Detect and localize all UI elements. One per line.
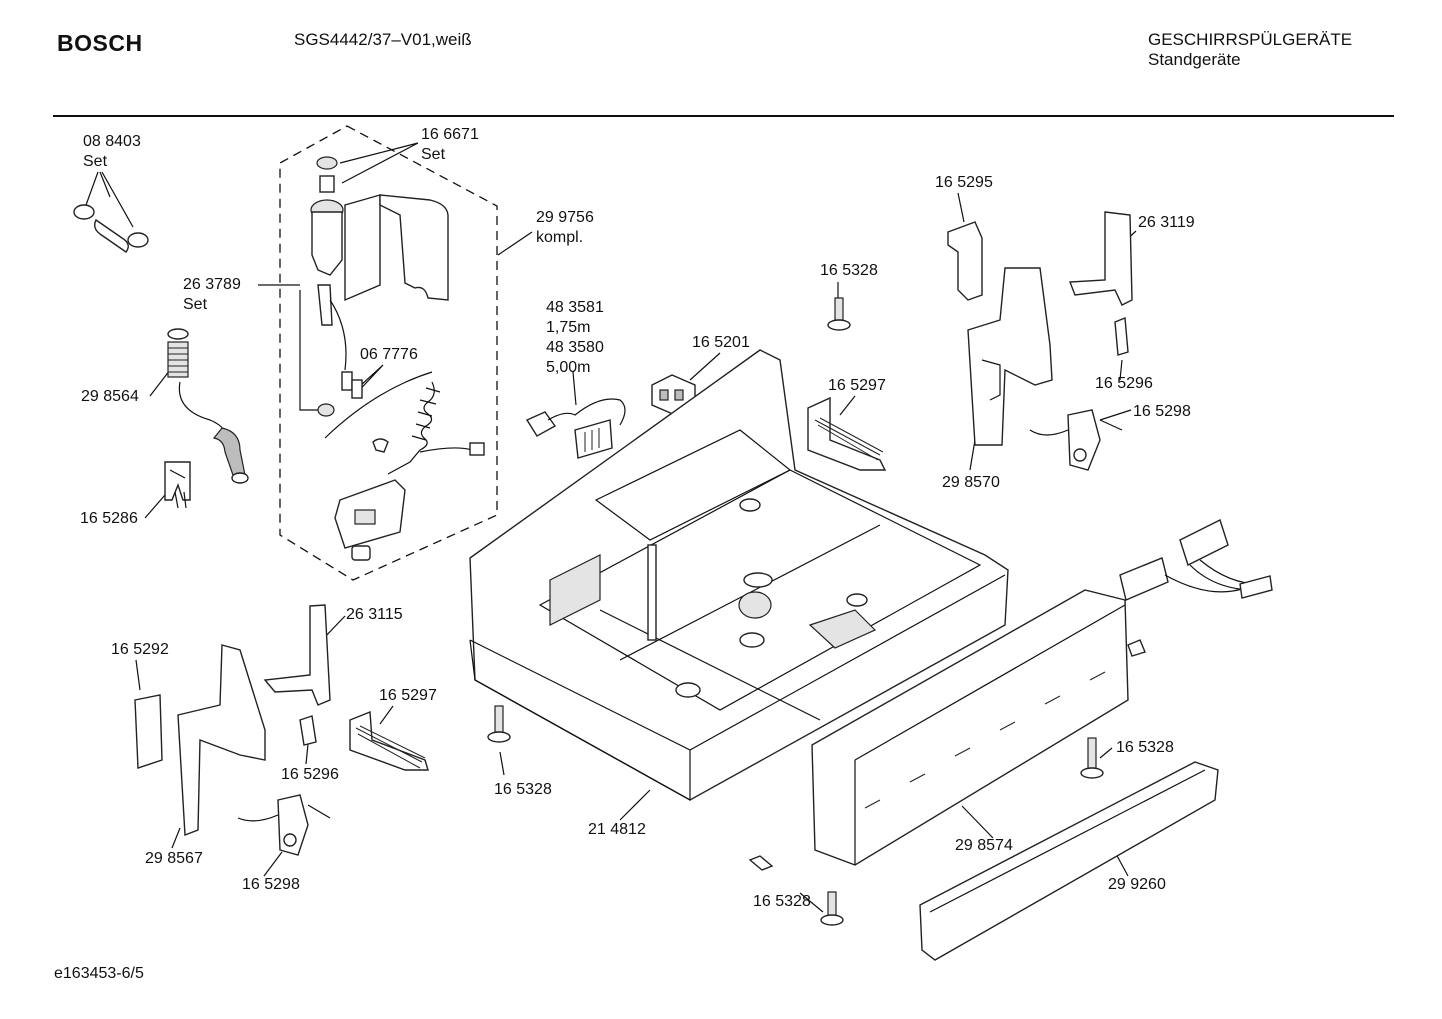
part-label-line: 26 3789 bbox=[183, 276, 241, 293]
part-label-line: 16 5328 bbox=[820, 262, 878, 279]
part-label-line: 26 3119 bbox=[1138, 214, 1195, 231]
leveling-foot-screw-plinth bbox=[1080, 737, 1104, 779]
corrugated-hose bbox=[167, 328, 249, 484]
part-label-line: 16 5292 bbox=[111, 641, 169, 658]
part-label-line: 16 5295 bbox=[935, 174, 993, 191]
part-label-16-5328-base: 16 5328 bbox=[494, 781, 552, 798]
part-label-line: Set bbox=[83, 153, 108, 170]
part-label-29-9756: 29 9756 kompl. bbox=[536, 209, 594, 246]
part-label-line: 16 5328 bbox=[753, 893, 811, 910]
leveling-foot-screw-top bbox=[827, 297, 851, 331]
door-switch-left bbox=[237, 794, 331, 856]
part-label-16-5328-plinth: 16 5328 bbox=[1116, 739, 1174, 756]
model-number: SGS4442/37–V01,weiß bbox=[294, 30, 472, 49]
hinge-spring-right bbox=[807, 396, 887, 471]
left-hinge-brackets bbox=[134, 604, 331, 836]
part-label-16-5295: 16 5295 bbox=[935, 174, 993, 191]
catch-clip-left bbox=[299, 715, 317, 746]
part-label-line: 29 8570 bbox=[942, 474, 1000, 491]
part-label-line: 29 8564 bbox=[81, 388, 139, 405]
part-label-16-5297-left: 16 5297 bbox=[379, 687, 437, 704]
part-label-16-5298-right: 16 5298 bbox=[1133, 403, 1191, 420]
part-label-29-8564: 29 8564 bbox=[81, 388, 139, 405]
part-label-line: 16 5328 bbox=[1116, 739, 1174, 756]
toe-kick-panel bbox=[811, 589, 1129, 866]
part-label-line: 26 3115 bbox=[346, 606, 403, 623]
part-label-21-4812: 21 4812 bbox=[588, 821, 646, 838]
part-label-line: 21 4812 bbox=[588, 821, 646, 838]
part-label-line: 1,75m bbox=[546, 319, 590, 336]
base-tub bbox=[469, 349, 1009, 802]
part-label-16-5296-left: 16 5296 bbox=[281, 766, 339, 783]
plinth-cover bbox=[919, 761, 1219, 961]
part-label-line: 06 7776 bbox=[360, 346, 418, 363]
part-label-26-3115: 26 3115 bbox=[346, 606, 403, 623]
part-label-16-5298-left: 16 5298 bbox=[242, 876, 300, 893]
category-subtitle: Standgeräte bbox=[1148, 50, 1241, 69]
part-label-29-8574: 29 8574 bbox=[955, 837, 1013, 854]
part-label-line: 16 5296 bbox=[281, 766, 339, 783]
part-label-16-5286: 16 5286 bbox=[80, 510, 138, 527]
inlet-valve-assembly bbox=[299, 156, 449, 439]
part-label-06-7776: 06 7776 bbox=[360, 346, 418, 363]
part-label-29-8567: 29 8567 bbox=[145, 850, 203, 867]
part-label-16-5297-right: 16 5297 bbox=[828, 377, 886, 394]
part-label-line: 16 5298 bbox=[242, 876, 300, 893]
part-label-line: 5,00m bbox=[546, 359, 590, 376]
part-label-line: kompl. bbox=[536, 229, 583, 246]
part-label-48-3581: 48 3581 1,75m 48 3580 5,00m bbox=[546, 299, 604, 376]
category-title: GESCHIRRSPÜLGERÄTE bbox=[1148, 30, 1353, 49]
part-label-line: 16 5296 bbox=[1095, 375, 1153, 392]
part-label-29-8570: 29 8570 bbox=[942, 474, 1000, 491]
part-label-line: 29 8574 bbox=[955, 837, 1013, 854]
part-label-line: 29 8567 bbox=[145, 850, 203, 867]
part-label-line: 16 6671 bbox=[421, 126, 479, 143]
part-label-line: Set bbox=[183, 296, 208, 313]
right-hinge-brackets bbox=[947, 211, 1133, 446]
part-label-line: 48 3580 bbox=[546, 339, 604, 356]
leveling-foot-screw-bottom bbox=[748, 855, 844, 926]
part-label-16-5328-bottom: 16 5328 bbox=[753, 893, 811, 910]
part-label-line: 16 5286 bbox=[80, 510, 138, 527]
part-label-line: 16 5328 bbox=[494, 781, 552, 798]
mains-cable bbox=[525, 398, 626, 459]
coiled-hose bbox=[372, 381, 485, 475]
part-label-16-5296-right: 16 5296 bbox=[1095, 375, 1153, 392]
part-label-line: 16 5297 bbox=[828, 377, 886, 394]
document-id: e163453-6/5 bbox=[54, 965, 144, 982]
part-label-26-3119: 26 3119 bbox=[1138, 214, 1195, 231]
part-label-line: 29 9260 bbox=[1108, 876, 1166, 893]
assembly-boundary bbox=[279, 125, 498, 581]
terminal-connector bbox=[1119, 519, 1273, 657]
part-label-line: 16 5297 bbox=[379, 687, 437, 704]
leveling-foot-screw-base bbox=[487, 705, 511, 743]
part-label-16-5292: 16 5292 bbox=[111, 641, 169, 658]
hose-clip bbox=[164, 461, 191, 509]
part-label-29-9260: 29 9260 bbox=[1108, 876, 1166, 893]
valve-bracket bbox=[334, 479, 406, 561]
part-label-16-5201: 16 5201 bbox=[692, 334, 750, 351]
header-rule bbox=[53, 115, 1394, 117]
hinge-spring-left bbox=[349, 710, 429, 771]
part-label-line: 08 8403 bbox=[83, 133, 141, 150]
hose-clamp-set bbox=[73, 204, 149, 253]
part-label-line: 16 5298 bbox=[1133, 403, 1191, 420]
part-label-line: 48 3581 bbox=[546, 299, 604, 316]
category-block: GESCHIRRSPÜLGERÄTE Standgeräte bbox=[1148, 30, 1352, 70]
brand-logo: BOSCH bbox=[57, 30, 143, 56]
part-label-line: 29 9756 bbox=[536, 209, 594, 226]
part-label-line: Set bbox=[421, 146, 446, 163]
door-switch-right bbox=[1029, 409, 1123, 471]
part-label-line: 16 5201 bbox=[692, 334, 750, 351]
part-label-16-5328-top: 16 5328 bbox=[820, 262, 878, 279]
